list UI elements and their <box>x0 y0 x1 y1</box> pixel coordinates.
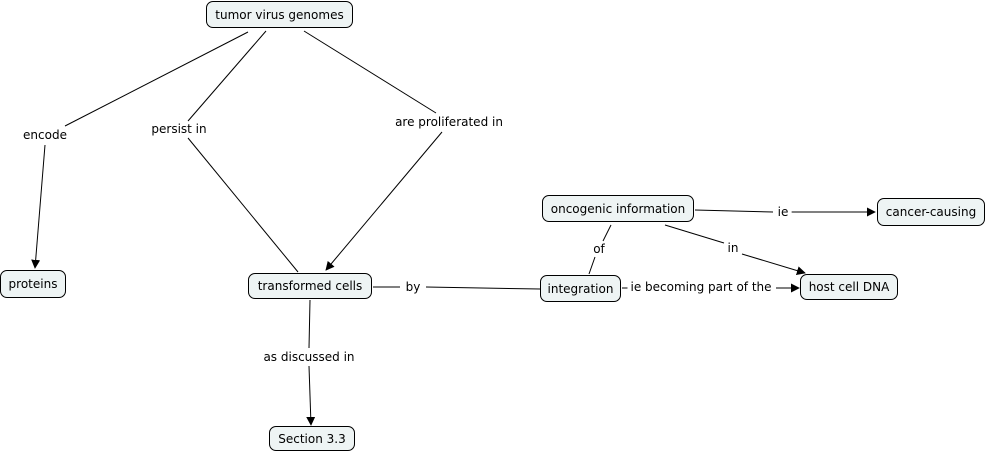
edge-proliferated-to-cells <box>325 131 443 271</box>
edge-by-to-integration <box>425 286 541 290</box>
node-host-cell-dna[interactable]: host cell DNA <box>800 274 898 300</box>
edge-of-to-oncogenic <box>602 224 612 242</box>
node-integration[interactable]: integration <box>540 275 621 302</box>
link-label-in: in <box>724 242 742 254</box>
node-section-3-3[interactable]: Section 3.3 <box>269 426 355 451</box>
edge-genomes-to-encode <box>64 31 249 127</box>
node-cancer-causing[interactable]: cancer-causing <box>877 198 985 226</box>
edge-encode-to-proteins <box>31 144 46 269</box>
node-transformed-cells[interactable]: transformed cells <box>248 273 372 299</box>
link-label-ie: ie <box>774 206 792 218</box>
edge-oncogenic-to-ie <box>694 209 774 213</box>
edge-cells-to-discussed <box>308 299 311 349</box>
link-label-persist-in: persist in <box>148 123 210 135</box>
node-tumor-virus-genomes[interactable]: tumor virus genomes <box>206 1 353 28</box>
link-label-by: by <box>402 281 424 293</box>
node-proteins[interactable]: proteins <box>0 270 66 298</box>
link-label-are-proliferated-in: are proliferated in <box>392 116 506 128</box>
node-oncogenic-information[interactable]: oncogenic information <box>542 195 694 222</box>
edge-integration-to-of <box>588 256 596 275</box>
link-label-of: of <box>590 243 608 255</box>
edge-genomes-to-proliferated <box>303 30 437 114</box>
edge-discussed-to-section <box>306 365 316 426</box>
link-label-encode: encode <box>20 129 70 141</box>
link-label-ie-becoming-part-of-the: ie becoming part of the <box>627 281 775 293</box>
link-label-as-discussed-in: as discussed in <box>260 351 358 363</box>
edge-oncogenic-to-in <box>664 224 725 244</box>
edge-persist-to-cells <box>187 137 299 273</box>
edge-in-to-hostdna <box>741 253 806 275</box>
edge-genomes-to-persist <box>187 30 267 122</box>
